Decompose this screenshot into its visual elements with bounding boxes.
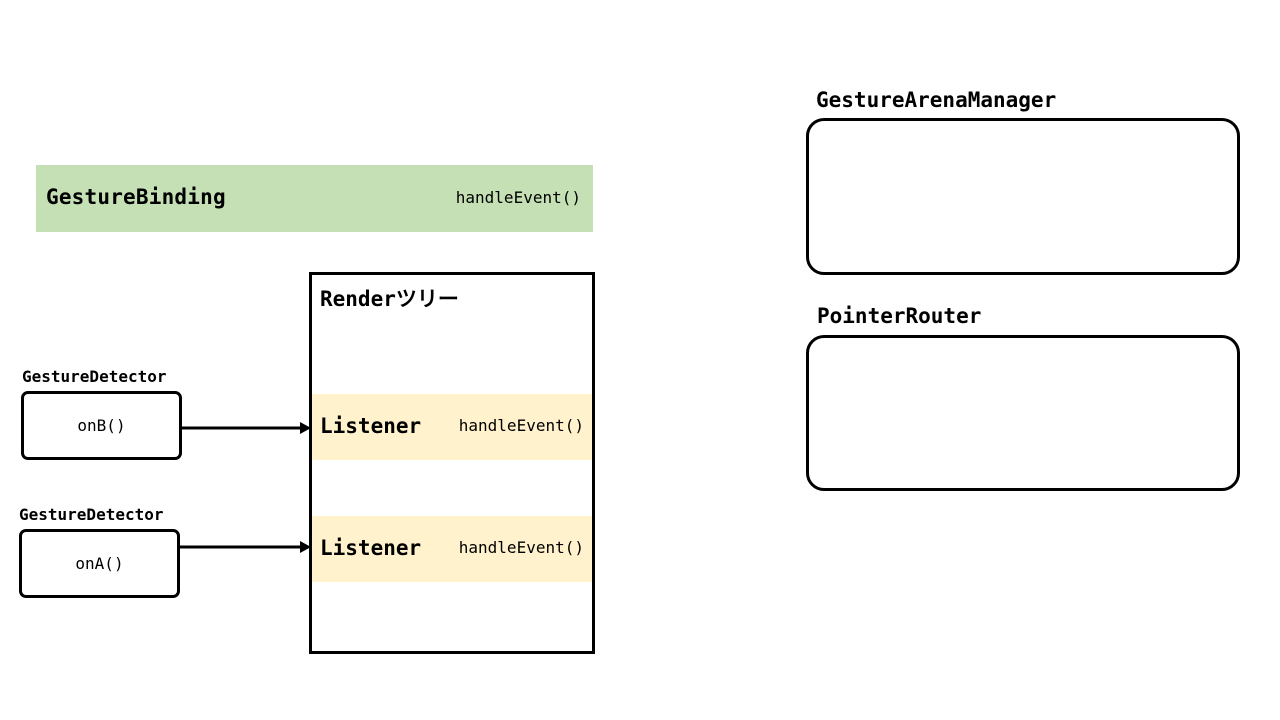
gesture-arena-manager-box bbox=[806, 118, 1240, 275]
arrow-onb-head bbox=[300, 422, 311, 434]
gesture-arena-manager-label: GestureArenaManager bbox=[816, 88, 1057, 112]
gesture-detector-a-callback: onA() bbox=[75, 554, 124, 573]
listener-label: Listener bbox=[320, 414, 422, 438]
listener-a: Listener handleEvent() bbox=[312, 516, 592, 582]
listener-method: handleEvent() bbox=[458, 416, 584, 435]
gesture-binding-bar: GestureBinding handleEvent() bbox=[36, 165, 593, 232]
listener-method: handleEvent() bbox=[458, 538, 584, 557]
gesture-detector-a-label: GestureDetector bbox=[19, 505, 164, 524]
pointer-router-box bbox=[806, 335, 1240, 491]
arrow-ona-head bbox=[300, 541, 311, 553]
gesture-detector-b-callback: onB() bbox=[77, 416, 126, 435]
listener-b: Listener handleEvent() bbox=[312, 394, 592, 460]
render-tree-box: Renderツリー Listener handleEvent() Listene… bbox=[309, 272, 595, 654]
pointer-router-label: PointerRouter bbox=[817, 304, 982, 328]
render-tree-title: Renderツリー bbox=[320, 287, 459, 311]
gesture-detector-b-label: GestureDetector bbox=[22, 367, 167, 386]
gesture-detector-a-box: onA() bbox=[19, 529, 180, 598]
gesture-detector-b-box: onB() bbox=[21, 391, 182, 460]
gesture-binding-title: GestureBinding bbox=[46, 185, 226, 209]
listener-label: Listener bbox=[320, 536, 422, 560]
gesture-binding-method: handleEvent() bbox=[455, 188, 581, 207]
